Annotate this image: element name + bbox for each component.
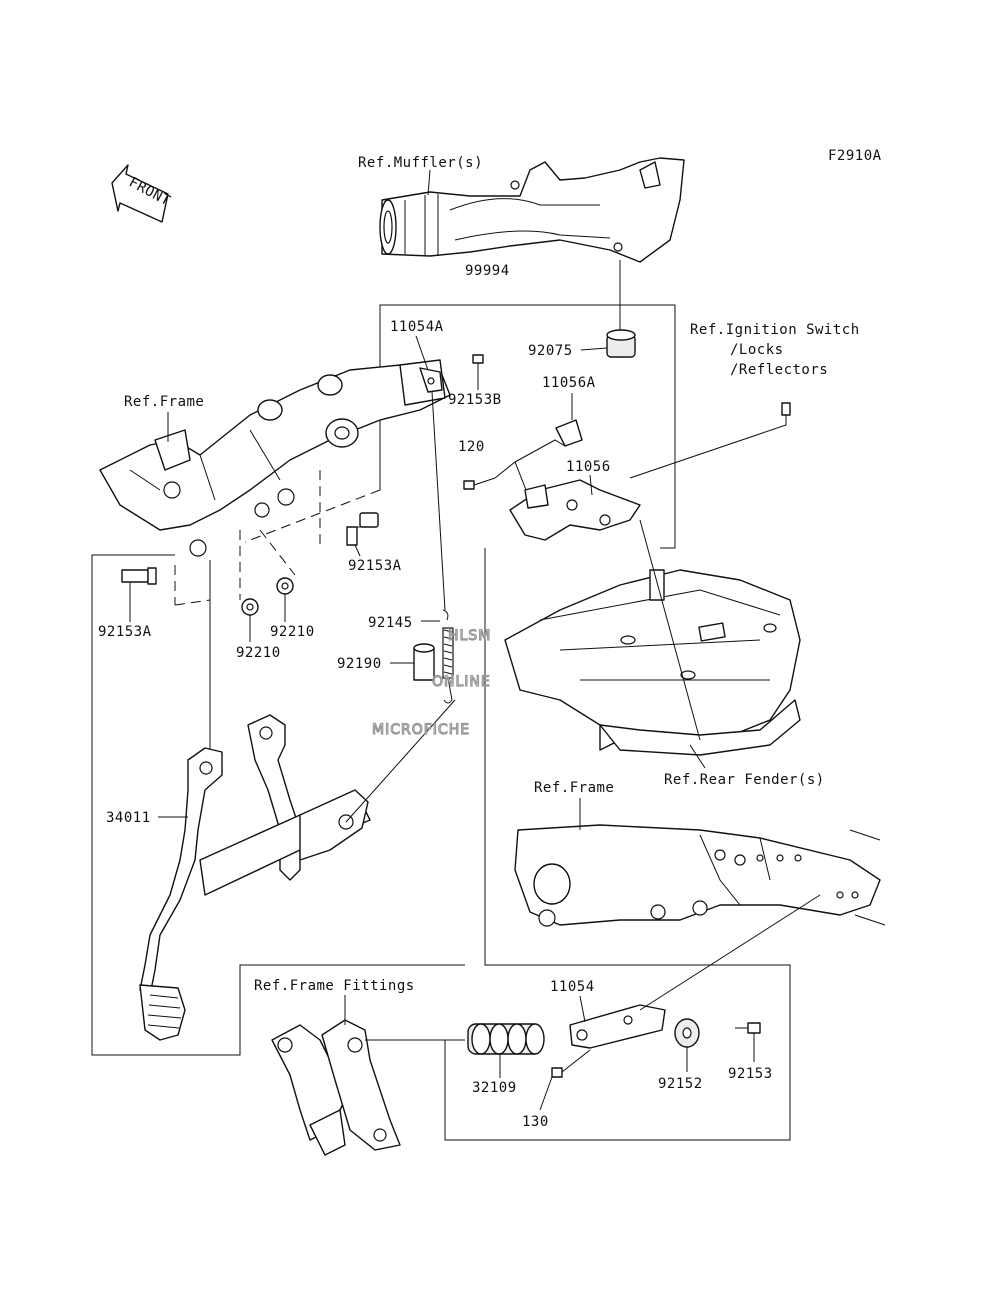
bolt-92153B: [472, 354, 484, 378]
watermark-line3: MICROFICHE: [372, 722, 470, 738]
part-130-label: 130: [522, 1114, 549, 1130]
frame-fittings-drawing: [271, 1019, 401, 1156]
watermark-line2: ONLINE: [432, 674, 491, 690]
upper-frame-drawing: [99, 359, 451, 557]
part-120-label: 120: [458, 439, 485, 455]
part-92145-label: 92145: [368, 615, 413, 631]
frame-right-drawing: [514, 824, 886, 927]
part-11056-label: 11056: [566, 459, 611, 475]
front-arrow-icon: FRONT: [111, 164, 173, 223]
part-92153B-label: 92153B: [448, 392, 502, 408]
ref-ignition-line3: /Reflectors: [730, 362, 828, 378]
watermark-line1: HLSM: [448, 628, 491, 644]
bolt-130: [551, 1049, 591, 1078]
part-34011-label: 34011: [106, 810, 151, 826]
part-11054-label: 11054: [550, 979, 595, 995]
part-11054A-label: 11054A: [390, 319, 444, 335]
collar-92190: [413, 643, 435, 681]
bolt-92153A-upper: [346, 512, 379, 546]
ref-frame-right-label: Ref.Frame: [534, 780, 614, 796]
part-92210-right-label: 92210: [270, 624, 315, 640]
ref-frame-top-label: Ref.Frame: [124, 394, 204, 410]
part-92190-label: 92190: [337, 656, 382, 672]
part-99994-label: 99994: [465, 263, 510, 279]
bolt-92153: [735, 1022, 761, 1034]
nut-92210-right: [276, 577, 294, 595]
muffler-drawing: [379, 157, 685, 263]
bolt-120: [463, 477, 496, 490]
plate-11056A: [555, 419, 583, 447]
bracket-11054: [569, 1004, 666, 1049]
collar-92152: [674, 1018, 700, 1048]
ref-ignition-line1: Ref.Ignition Switch: [690, 322, 860, 338]
part-92153-label: 92153: [728, 1066, 773, 1082]
part-32109-label: 32109: [472, 1080, 517, 1096]
part-92153A-lower-label: 92153A: [98, 624, 152, 640]
bracket-11056: [509, 479, 641, 541]
rear-fender-drawing: [504, 569, 801, 756]
center-stand-34011: [139, 714, 371, 1041]
spring-92145: [442, 609, 454, 704]
figure-code: F2910A: [828, 148, 882, 164]
grommet-92075: [606, 329, 636, 358]
part-92210-left-label: 92210: [236, 645, 281, 661]
bolt-92153A-lower: [121, 567, 157, 585]
part-11056A-label: 11056A: [542, 375, 596, 391]
ref-frame-fittings-label: Ref.Frame Fittings: [254, 978, 415, 994]
bracket-11054A: [419, 367, 443, 393]
nut-92210-left: [241, 598, 259, 616]
watermark: HLSM ONLINE MICROFICHE: [371, 627, 491, 738]
part-92153A-upper-label: 92153A: [348, 558, 402, 574]
part-92075-label: 92075: [528, 343, 573, 359]
ref-muffler-label: Ref.Muffler(s): [358, 155, 483, 171]
ref-ignition-line2: /Locks: [730, 342, 784, 358]
rubber-mount-32109: [467, 1023, 545, 1055]
ref-rear-fender-label: Ref.Rear Fender(s): [664, 772, 825, 788]
part-92152-label: 92152: [658, 1076, 703, 1092]
